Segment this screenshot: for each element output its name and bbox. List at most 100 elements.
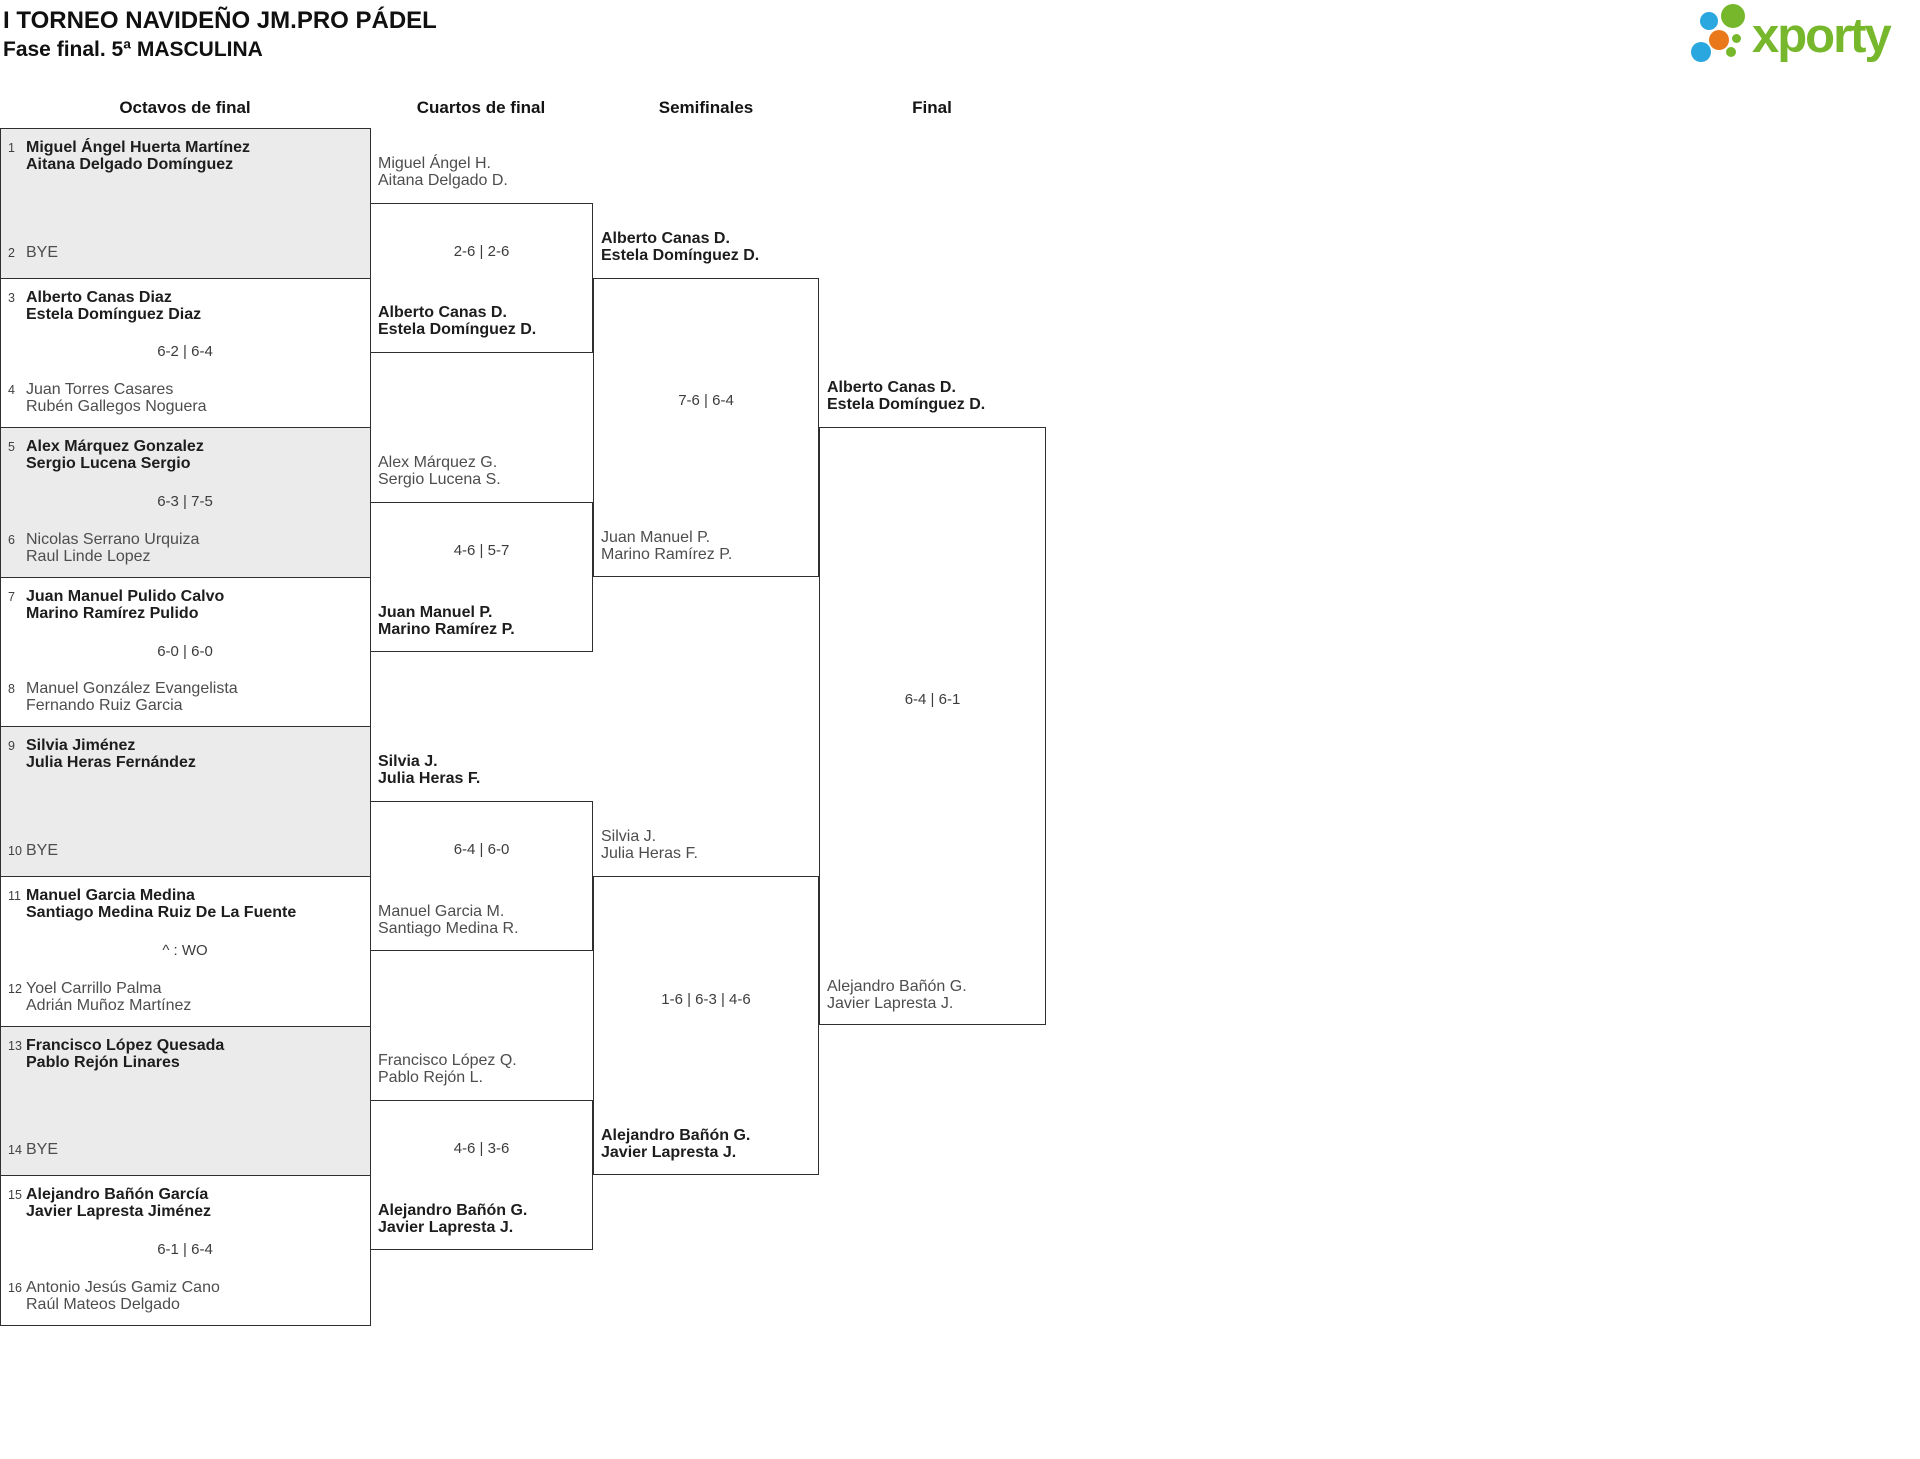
column-header-semifinales: Semifinales [658, 98, 754, 117]
team-name-line: Yoel Carrillo Palma [26, 980, 162, 997]
team-name-line: Aitana Delgado Domínguez [26, 156, 234, 173]
xporty-logo: xporty [1688, 0, 1920, 78]
seed-number: 4 [8, 383, 15, 397]
team-label: Alberto Canas D.Estela Domínguez D. [378, 304, 536, 338]
team-name-line: Alejandro Bañón G. [827, 978, 967, 995]
team-name-line: BYE [26, 842, 59, 859]
match-box [819, 427, 1046, 1025]
bracket-hline [0, 128, 371, 129]
team-label: Miguel Ángel H.Aitana Delgado D. [378, 155, 508, 189]
team-label: Alejandro Bañón G.Javier Lapresta J. [827, 978, 967, 1012]
team-name-line: Alberto Canas Diaz [26, 289, 172, 306]
logo-dot-blue-bottom [1691, 42, 1711, 62]
match-box [593, 278, 819, 577]
team-name-line: Juan Manuel P. [378, 604, 493, 621]
column-header-final: Final [912, 98, 952, 117]
team-name-line: Estela Domínguez D. [601, 247, 760, 264]
match-score: 1-6 | 6-3 | 4-6 [661, 991, 751, 1008]
team-name-line: Estela Domínguez Diaz [26, 306, 202, 323]
page-title-line2: Fase final. 5ª MASCULINA [3, 38, 263, 61]
match-box [370, 203, 593, 353]
seed-number: 11 [8, 889, 21, 903]
seed-number: 14 [8, 1143, 22, 1157]
team-name-line: Alberto Canas D. [601, 230, 730, 247]
team-name-line: Alberto Canas D. [827, 379, 956, 396]
bracket-vline [0, 128, 1, 1325]
team-name-line: Alex Márquez Gonzalez [26, 438, 204, 455]
team-label: Francisco López Q.Pablo Rejón L. [378, 1052, 517, 1086]
bracket-hline [0, 726, 371, 727]
column-header-octavos: Octavos de final [119, 98, 251, 117]
match-score: ^ : WO [162, 942, 208, 959]
match-score: 2-6 | 2-6 [453, 243, 510, 260]
team-name-line: Raúl Mateos Delgado [26, 1296, 180, 1313]
team-name-line: Estela Domínguez D. [378, 321, 537, 338]
team-name-line: Alejandro Bañón García [26, 1186, 209, 1203]
bracket-vline [370, 128, 371, 1325]
match-score: 6-4 | 6-1 [904, 691, 961, 708]
team-name-line: Fernando Ruiz Garcia [26, 697, 183, 714]
team-name-line: Juan Torres Casares [26, 381, 174, 398]
team-name-line: Alejandro Bañón G. [378, 1202, 528, 1219]
team-name-line: Juan Manuel P. [601, 529, 711, 546]
match-score: 6-2 | 6-4 [157, 343, 213, 360]
team-name-line: Javier Lapresta J. [827, 995, 954, 1012]
match-shaded-bg [0, 128, 370, 278]
match-box [370, 801, 593, 951]
logo-dot-blue-top [1700, 12, 1718, 30]
seed-number: 2 [8, 246, 15, 260]
seed-number: 12 [8, 982, 22, 996]
team-name-line: Adrián Muñoz Martínez [26, 997, 192, 1014]
team-name-line: Pablo Rejón Linares [26, 1054, 180, 1071]
team-name-line: Rubén Gallegos Noguera [26, 398, 207, 415]
team-label: Alberto Canas D.Estela Domínguez D. [601, 230, 759, 264]
match-score: 6-0 | 6-0 [157, 643, 213, 660]
team-name-line: Marino Ramírez Pulido [26, 605, 199, 622]
team-name-line: Antonio Jesús Gamiz Cano [26, 1279, 220, 1296]
team-label: BYE [26, 1141, 58, 1158]
team-name-line: Alex Márquez G. [378, 454, 498, 471]
team-name-line: Nicolas Serrano Urquiza [26, 531, 200, 548]
seed-number: 10 [8, 844, 22, 858]
team-name-line: BYE [26, 244, 59, 261]
bracket-hline [0, 577, 371, 578]
team-label: Silvia J.Julia Heras F. [378, 753, 480, 787]
team-name-line: Francisco López Quesada [26, 1037, 225, 1054]
team-name-line: Miguel Ángel H. [378, 155, 491, 172]
team-name-line: Pablo Rejón L. [378, 1069, 483, 1086]
seed-number: 3 [8, 291, 15, 305]
match-shaded-bg [0, 1026, 370, 1176]
team-name-line: Javier Lapresta J. [378, 1219, 514, 1236]
team-label: BYE [26, 244, 58, 261]
team-name-line: Santiago Medina R. [378, 920, 519, 937]
seed-number: 13 [8, 1039, 22, 1053]
logo-dot-green-big [1721, 4, 1745, 28]
match-box [593, 876, 819, 1175]
seed-number: 7 [8, 590, 15, 604]
bracket-hline [0, 1026, 371, 1027]
bracket-hline [0, 427, 371, 428]
team-name-line: Manuel González Evangelista [26, 680, 238, 697]
team-label: Alejandro Bañón G.Javier Lapresta J. [378, 1202, 527, 1236]
team-name-line: Aitana Delgado D. [378, 172, 508, 189]
match-shaded-bg [0, 726, 370, 876]
page-title-line1: I TORNEO NAVIDEÑO JM.PRO PÁDEL [3, 7, 437, 34]
team-name-line: Estela Domínguez D. [827, 396, 986, 413]
seed-number: 1 [8, 141, 15, 155]
page-title: I TORNEO NAVIDEÑO JM.PRO PÁDEL Fase fina… [3, 5, 437, 63]
seed-number: 15 [8, 1188, 22, 1202]
seed-number: 9 [8, 739, 15, 753]
team-name-line: Alejandro Bañón G. [601, 1127, 751, 1144]
team-label: BYE [26, 842, 58, 859]
team-name-line: Silvia Jiménez [26, 737, 136, 754]
team-name-line: Sergio Lucena S. [378, 471, 501, 488]
team-name-line: Javier Lapresta Jiménez [26, 1203, 211, 1220]
match-score: 4-6 | 3-6 [453, 1140, 510, 1157]
match-shaded-bg [0, 427, 370, 577]
